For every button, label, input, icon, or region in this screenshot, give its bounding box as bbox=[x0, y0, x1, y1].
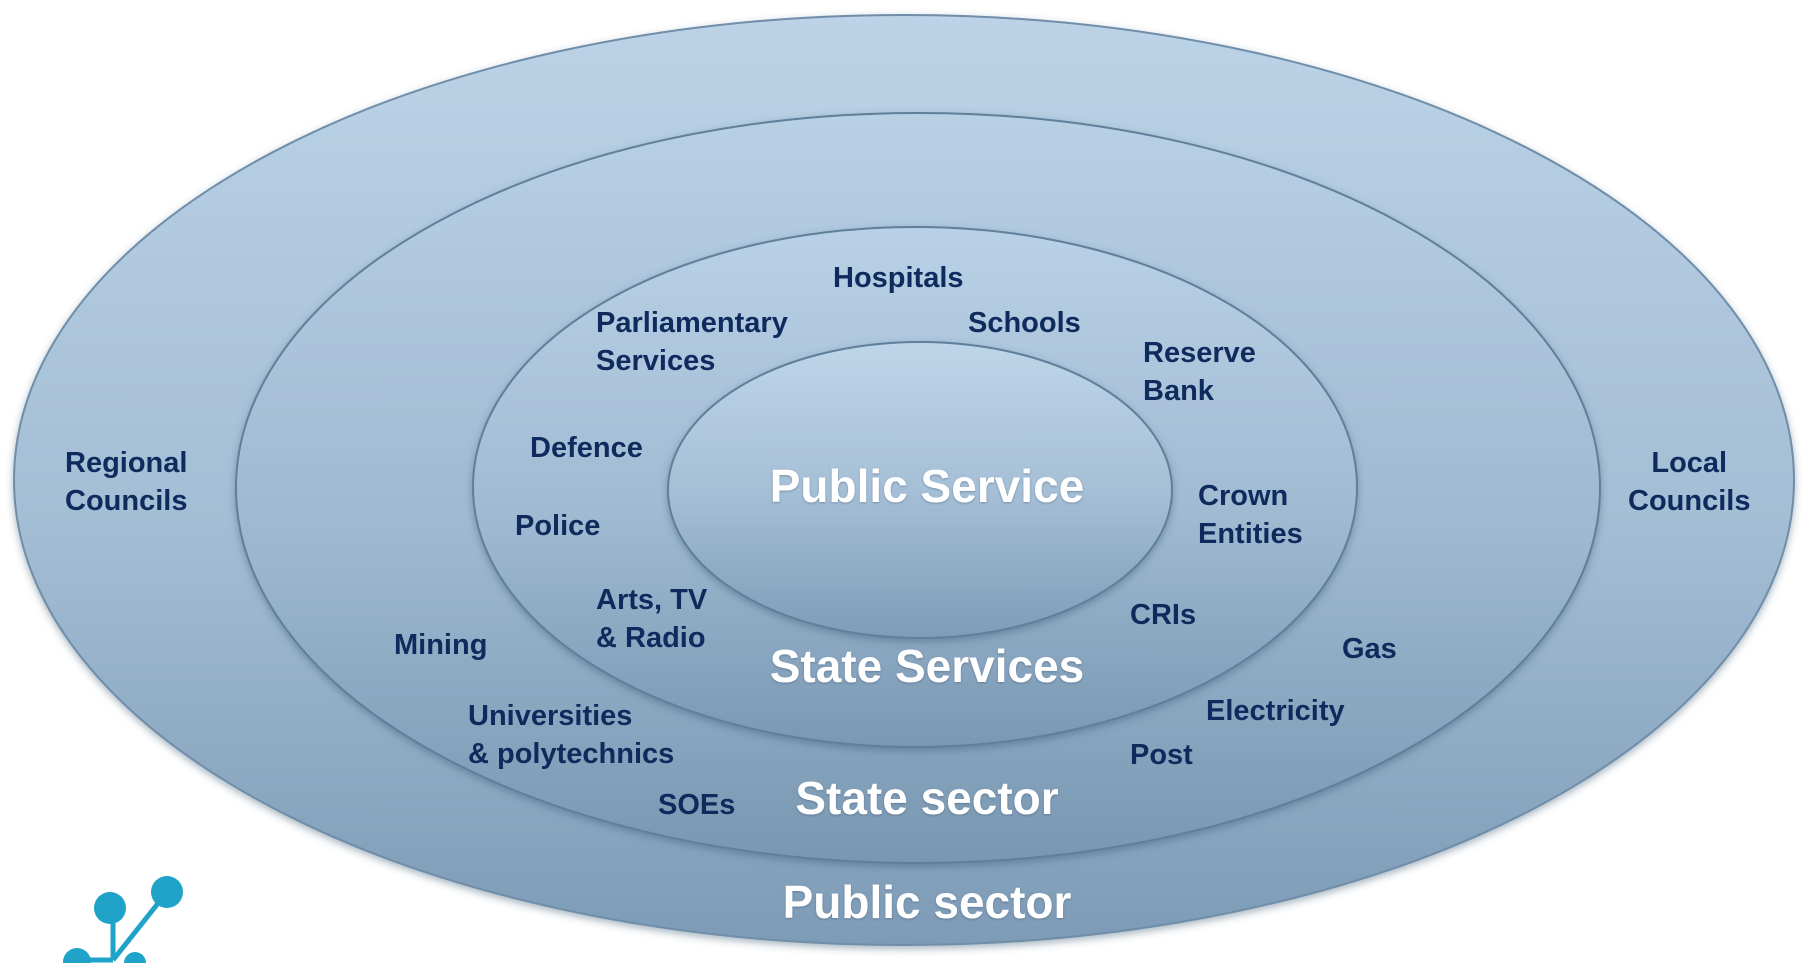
public-sector-label: Public sector bbox=[782, 876, 1072, 928]
label-arts-tv-radio: Arts, TV & Radio bbox=[596, 584, 708, 654]
label-universities-polytechnics: Universities & polytechnics bbox=[468, 700, 675, 770]
state-services-label: State Services bbox=[769, 640, 1085, 692]
label-gas: Gas bbox=[1342, 633, 1397, 665]
label-electricity: Electricity bbox=[1206, 695, 1345, 727]
label-cris: CRIs bbox=[1130, 599, 1197, 631]
label-schools: Schools bbox=[968, 307, 1081, 339]
label-mining: Mining bbox=[394, 629, 488, 661]
label-soes: SOEs bbox=[658, 789, 736, 821]
state-sector-label: State sector bbox=[795, 772, 1059, 824]
label-regional-councils: Regional Councils bbox=[65, 447, 188, 517]
label-defence: Defence bbox=[530, 432, 643, 464]
label-local-councils: Local Councils bbox=[1628, 447, 1751, 517]
label-reserve-bank: Reserve Bank bbox=[1143, 337, 1256, 407]
label-post: Post bbox=[1130, 739, 1193, 771]
label-parliamentary-services: Parliamentary Services bbox=[596, 307, 788, 377]
public-service-ring bbox=[667, 341, 1173, 639]
logo-icon bbox=[63, 876, 183, 963]
label-crown-entities: Crown Entities bbox=[1198, 480, 1303, 550]
public-service-label: Public Service bbox=[769, 460, 1085, 512]
label-police: Police bbox=[515, 510, 601, 542]
label-hospitals: Hospitals bbox=[833, 262, 964, 294]
